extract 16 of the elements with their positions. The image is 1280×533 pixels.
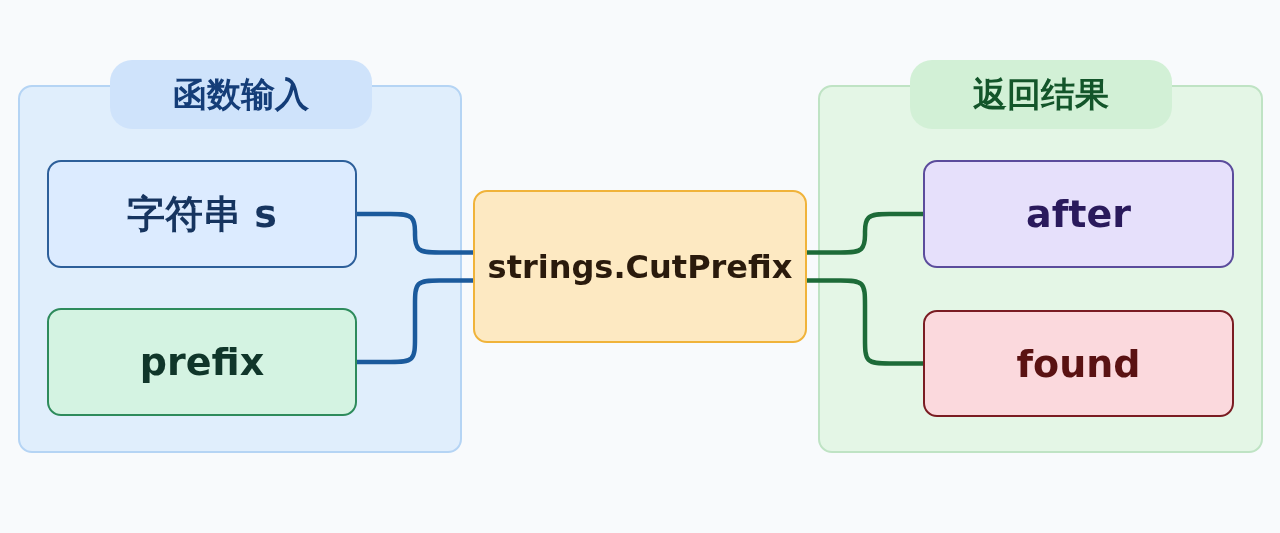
parameter-box <box>47 160 357 268</box>
parameter-box <box>923 310 1234 417</box>
function-box <box>473 190 807 343</box>
node-label: 字符串 s <box>127 190 277 238</box>
parameter-box <box>923 160 1234 268</box>
connector <box>807 278 923 366</box>
group-heading: 函数输入 <box>110 60 372 129</box>
group-heading: 返回结果 <box>910 60 1172 129</box>
node-label: prefix <box>139 340 265 384</box>
node-label: strings.CutPrefix <box>487 247 793 286</box>
parameter-box <box>47 308 357 416</box>
connector <box>357 211 473 255</box>
connector <box>807 211 923 255</box>
node-label: after <box>1026 192 1131 236</box>
node-label: found <box>1016 341 1141 386</box>
connector <box>357 278 473 365</box>
